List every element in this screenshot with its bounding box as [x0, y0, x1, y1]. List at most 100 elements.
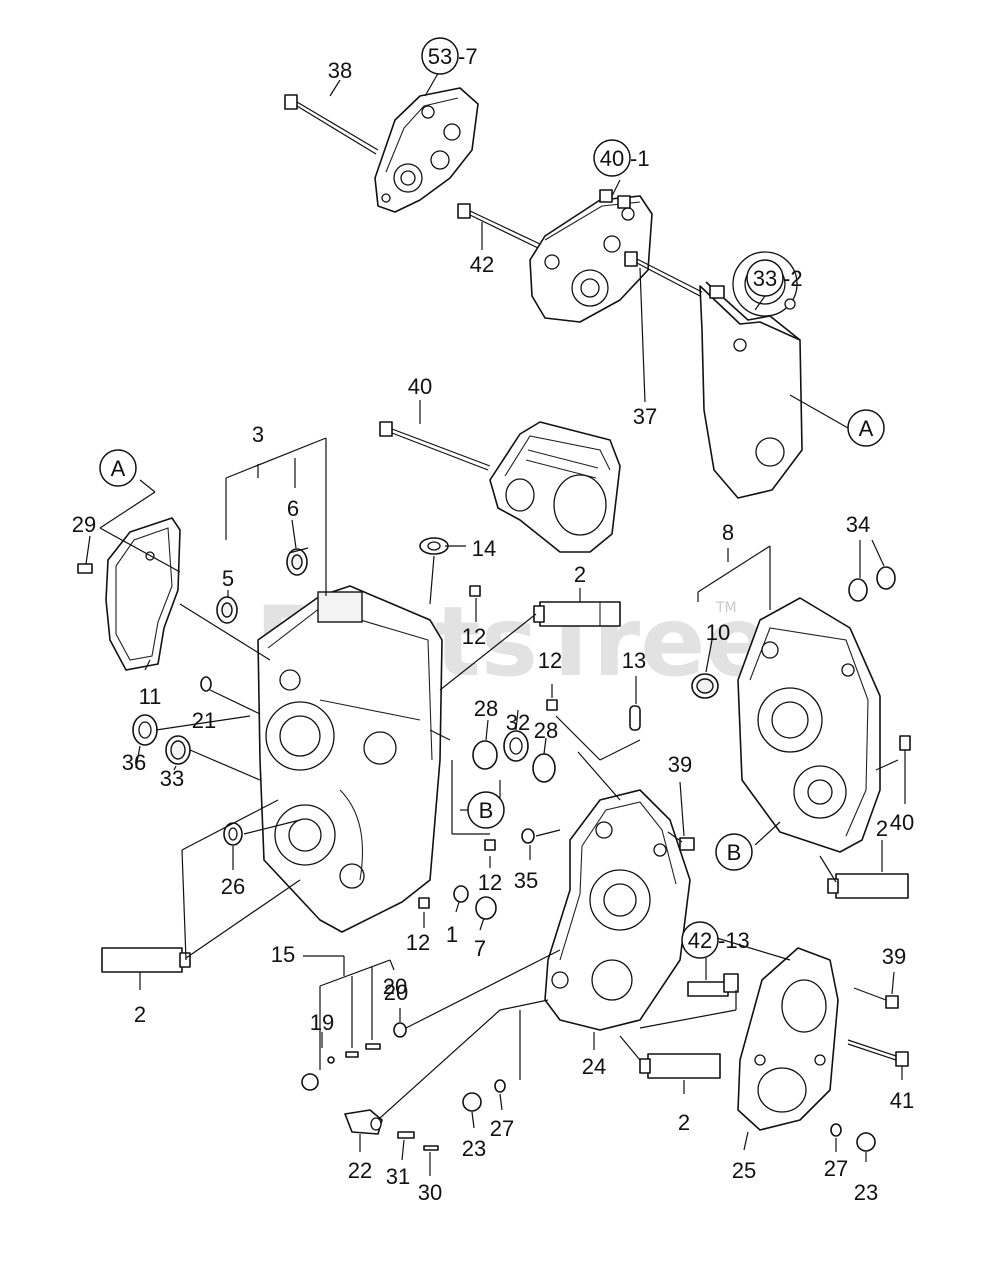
label-38: 38 — [328, 58, 352, 83]
bushing-6 — [286, 547, 309, 576]
leader-lines — [85, 69, 906, 1176]
dowel-12-b — [546, 699, 558, 711]
dowel-12-c — [484, 839, 496, 851]
label-12-b: 12 — [538, 648, 562, 673]
reference-A-left-text: A — [111, 456, 126, 481]
label-39-b: 39 — [882, 944, 906, 969]
label-20-a: 20 — [383, 974, 407, 999]
label-14: 14 — [472, 536, 496, 561]
watermark-trademark: TM — [715, 600, 737, 616]
pump-cover-plate-53 — [374, 87, 479, 213]
reference-A-top: A — [847, 409, 885, 447]
part-labels: 38 42 37 40 3 6 29 5 14 2 8 34 11 12 10 … — [72, 58, 914, 1205]
callout-53-suffix: -7 — [458, 44, 478, 69]
label-31: 31 — [386, 1164, 410, 1189]
label-19: 19 — [310, 1010, 334, 1035]
callout-40-number: 40 — [600, 146, 624, 171]
label-24: 24 — [582, 1054, 606, 1079]
label-1: 1 — [446, 922, 458, 947]
callout-53-7: 53 -7 — [421, 37, 478, 75]
center-case-24 — [544, 789, 691, 1031]
callout-42-13: 42 -13 — [681, 921, 750, 959]
shaft-2-left — [101, 947, 191, 973]
plug-14 — [419, 537, 449, 555]
callout-33-suffix: -2 — [783, 266, 803, 291]
lever-22 — [344, 1109, 383, 1135]
seal-26 — [223, 822, 243, 846]
label-36: 36 — [122, 750, 146, 775]
label-28-a: 28 — [474, 696, 498, 721]
oring-27-b — [830, 1123, 842, 1137]
callout-33-2: 33 -2 — [746, 259, 803, 297]
label-11: 11 — [139, 684, 162, 709]
dowel-12-d — [418, 897, 430, 909]
main-case-left — [257, 585, 443, 933]
shaft-42-13 — [687, 973, 739, 997]
bolt-40-top — [379, 421, 491, 471]
label-40-top: 40 — [408, 374, 432, 399]
label-26: 26 — [221, 874, 245, 899]
pin-30 — [423, 1145, 439, 1151]
label-33: 33 — [160, 766, 184, 791]
label-3: 3 — [252, 422, 264, 447]
reference-A-left: A — [99, 449, 137, 487]
label-40-right: 40 — [890, 810, 914, 835]
reference-B-right: B — [715, 833, 753, 871]
dowel-12-a — [469, 585, 481, 597]
plug-23-b — [856, 1132, 876, 1152]
oring-13 — [629, 705, 641, 731]
reference-B-mid-text: B — [479, 798, 494, 823]
label-29: 29 — [72, 512, 96, 537]
label-42: 42 — [470, 252, 494, 277]
label-6: 6 — [287, 496, 299, 521]
washer-1 — [453, 885, 469, 903]
plug-23-a — [462, 1092, 482, 1112]
spring-15 — [345, 1043, 381, 1058]
callout-33-number: 33 — [753, 266, 777, 291]
label-12-d: 12 — [406, 930, 430, 955]
reference-B-right-text: B — [727, 840, 742, 865]
bushing-10 — [691, 673, 719, 699]
plug-7 — [475, 896, 497, 920]
label-35: 35 — [514, 868, 538, 893]
reference-A-top-text: A — [859, 416, 874, 441]
callout-53-number: 53 — [428, 44, 452, 69]
callout-42-suffix: -13 — [718, 928, 750, 953]
label-25: 25 — [732, 1158, 756, 1183]
end-cover-25 — [737, 947, 839, 1131]
label-23-a: 23 — [462, 1136, 486, 1161]
side-cover-8 — [737, 597, 881, 853]
seal-36 — [132, 714, 158, 746]
callout-40-1: 40 -1 — [593, 139, 650, 177]
label-27-a: 27 — [490, 1116, 514, 1141]
pin-31 — [397, 1131, 415, 1139]
label-27-b: 27 — [824, 1156, 848, 1181]
shaft-2-bottom — [639, 1053, 721, 1079]
label-8: 8 — [722, 520, 734, 545]
bolt-38 — [284, 94, 379, 155]
bolt-39-a — [667, 831, 695, 851]
label-20-b: 20 — [384, 980, 408, 1005]
valve-block-40 — [529, 189, 653, 323]
oring-28-a — [472, 740, 498, 770]
label-22: 22 — [348, 1158, 372, 1183]
label-34: 34 — [846, 512, 870, 537]
label-37: 37 — [633, 404, 657, 429]
bolt-41 — [847, 1039, 909, 1067]
reference-B-mid: B — [467, 791, 505, 829]
label-12-c: 12 — [478, 870, 502, 895]
dowel-pin-29 — [77, 563, 93, 574]
label-12-a: 12 — [462, 624, 486, 649]
callout-40-suffix: -1 — [630, 146, 650, 171]
callout-42-number: 42 — [688, 928, 712, 953]
label-21: 21 — [192, 708, 216, 733]
label-39-a: 39 — [668, 752, 692, 777]
bolt-42 — [457, 203, 541, 249]
oring-35 — [521, 828, 535, 844]
label-7: 7 — [474, 936, 486, 961]
bushing-33 — [165, 735, 191, 765]
label-2-upper: 2 — [574, 562, 586, 587]
label-15: 15 — [271, 942, 295, 967]
ball-15 — [327, 1056, 335, 1064]
